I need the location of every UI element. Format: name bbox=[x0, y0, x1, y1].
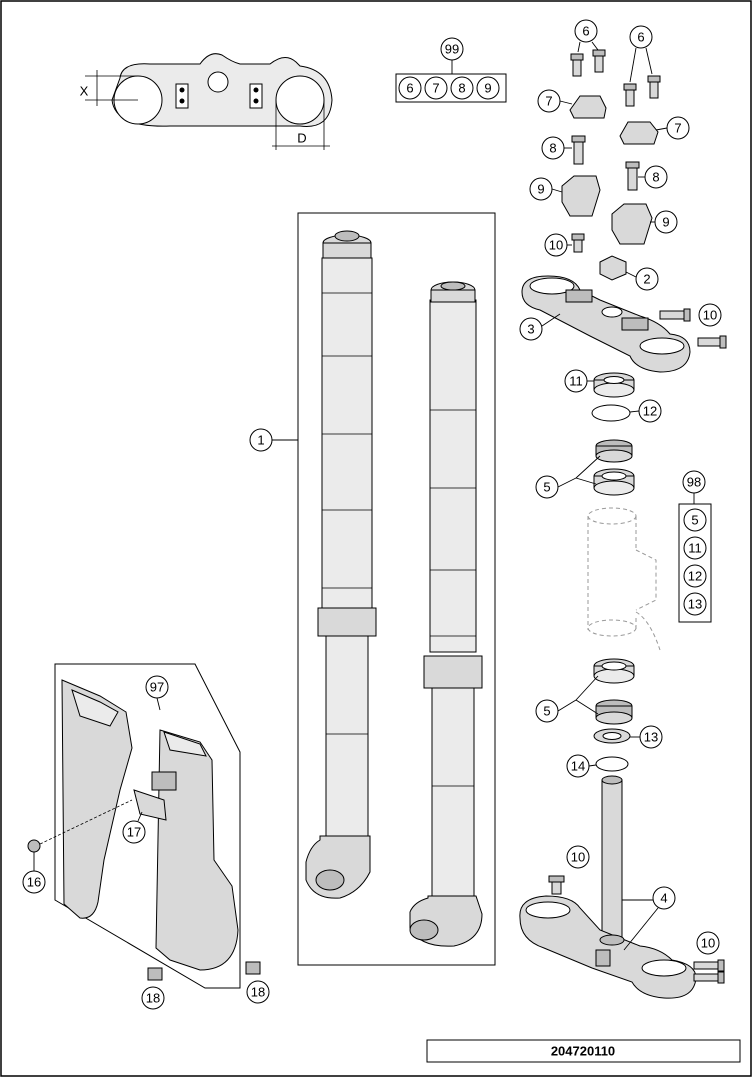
upper-triple-clamp bbox=[521, 275, 727, 373]
callout-1: 1 bbox=[257, 433, 264, 448]
callout-98: 98 bbox=[687, 475, 701, 490]
callout-18-left: 18 bbox=[146, 991, 160, 1006]
kit-99-item-3: 8 bbox=[458, 81, 465, 96]
steering-stem-ghost bbox=[587, 507, 661, 651]
callout-2: 2 bbox=[643, 272, 650, 287]
callout-14: 14 bbox=[571, 759, 585, 774]
lower-bearing-stack bbox=[593, 658, 635, 772]
callout-6-right: 6 bbox=[637, 30, 644, 45]
kit-99-item-4: 9 bbox=[484, 81, 491, 96]
callout-8-right: 8 bbox=[652, 170, 659, 185]
kit-99-item-1: 6 bbox=[406, 81, 413, 96]
kit-98-item-3: 12 bbox=[688, 569, 702, 584]
callout-7-right: 7 bbox=[674, 121, 681, 136]
callout-3-circle bbox=[519, 317, 543, 341]
kit-99-group bbox=[395, 37, 507, 103]
drawing-number-box bbox=[426, 1039, 741, 1063]
callout-9-left: 9 bbox=[537, 182, 544, 197]
callout-10-clamp: 10 bbox=[703, 308, 717, 323]
callout-6-left: 6 bbox=[582, 24, 589, 39]
callout-10-top: 10 bbox=[549, 238, 563, 253]
callout-10-lower: 10 bbox=[571, 850, 585, 865]
fork-legs-group bbox=[272, 212, 496, 966]
callout-7-left: 7 bbox=[545, 94, 552, 109]
lower-triple-clamp-with-stem bbox=[519, 775, 725, 999]
callout-5-upper: 5 bbox=[543, 480, 550, 495]
callout-16: 16 bbox=[27, 875, 41, 890]
callout-8-left: 8 bbox=[549, 141, 556, 156]
callout-17: 17 bbox=[127, 825, 141, 840]
callout-18-right: 18 bbox=[251, 985, 265, 1000]
callout-3: 3 bbox=[527, 322, 534, 337]
callout-4: 4 bbox=[660, 891, 667, 906]
callout-11: 11 bbox=[569, 374, 583, 389]
dimension-x-label: X bbox=[80, 84, 89, 99]
callout-10-lower-right: 10 bbox=[701, 936, 715, 951]
callout-5-lower: 5 bbox=[543, 704, 550, 719]
bearing-stack bbox=[591, 372, 635, 496]
drawing-number: 204720110 bbox=[551, 1044, 615, 1059]
callout-9-right: 9 bbox=[662, 215, 669, 230]
kit-98-item-2: 11 bbox=[688, 541, 702, 556]
kit-98-group bbox=[678, 470, 712, 623]
kit-99-item-2: 7 bbox=[432, 81, 439, 96]
callout-97: 97 bbox=[150, 680, 164, 695]
callout-12: 12 bbox=[643, 404, 657, 419]
callout-13: 13 bbox=[644, 730, 658, 745]
kit-98-item-1: 5 bbox=[691, 513, 698, 528]
kit-98-item-4: 13 bbox=[688, 597, 702, 612]
dimension-d-label: D bbox=[297, 131, 306, 146]
handlebar-clamp-parts bbox=[561, 49, 661, 281]
callouts-clamp bbox=[529, 19, 690, 291]
callout-99: 99 bbox=[445, 42, 459, 57]
triple-clamp-dimension-sketch bbox=[85, 53, 333, 150]
fork-protectors-group bbox=[27, 663, 261, 989]
